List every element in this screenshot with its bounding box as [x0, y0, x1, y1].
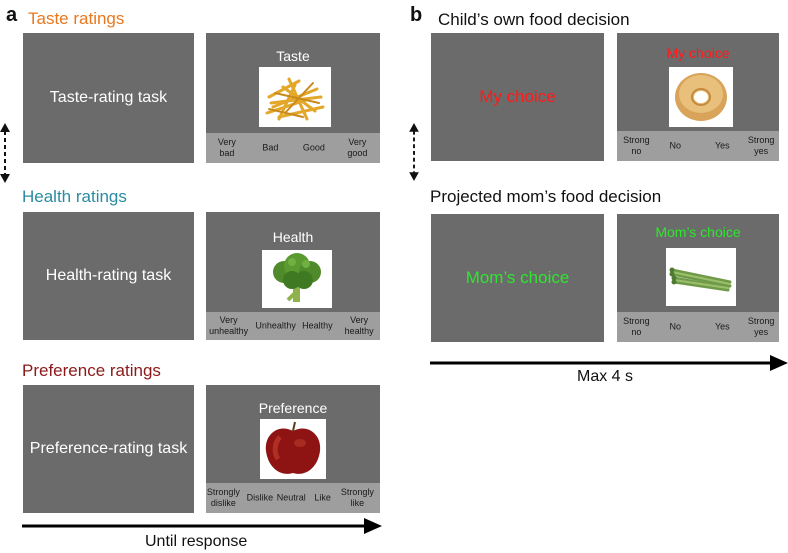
- health-ratings-title: Health ratings: [22, 187, 127, 206]
- mom-decision-screen: Mom’s choice Strong no No Yes Strong yes: [617, 214, 779, 342]
- scale-option[interactable]: Unhealthy: [255, 320, 296, 331]
- taste-task-label: Taste-rating task: [49, 89, 168, 106]
- mom-decision-scale: Strong no No Yes Strong yes: [617, 312, 779, 342]
- child-choice-screen: My choice: [431, 33, 604, 161]
- taste-rating-screen: Taste Very bad Bad Good Very good: [206, 33, 380, 163]
- preference-rating-screen: Preference Strongly dislike Dislike Neut…: [206, 385, 380, 513]
- scale-option[interactable]: No: [669, 321, 682, 332]
- timeline-arrow-icon: [22, 518, 382, 534]
- broccoli-icon: [262, 250, 332, 308]
- dashed-double-arrow-icon: [0, 123, 10, 183]
- my-choice-label: My choice: [479, 87, 556, 106]
- scale-option[interactable]: Very unhealthy: [209, 315, 249, 336]
- scale-option[interactable]: Yes: [714, 140, 730, 151]
- taste-task-screen: Taste-rating task: [23, 33, 194, 163]
- bagel-icon: [669, 67, 733, 127]
- scale-option[interactable]: Strong no: [623, 135, 650, 156]
- panel-a-letter: a: [6, 4, 18, 26]
- scale-option[interactable]: Strong yes: [747, 316, 775, 337]
- taste-ratings-title: Taste ratings: [28, 9, 125, 28]
- preference-rating-scale: Strongly dislike Dislike Neutral Like St…: [206, 483, 380, 513]
- health-rating-screen: Health Very unhealthy Unhealthy Healthy …: [206, 212, 380, 340]
- scale-option[interactable]: Very healthy: [344, 315, 374, 336]
- preference-ratings-title: Preference ratings: [22, 361, 161, 380]
- moms-choice-screen-label: Mom’s choice: [655, 224, 741, 240]
- scale-option[interactable]: Very good: [347, 137, 368, 158]
- scale-option[interactable]: Very bad: [217, 137, 236, 158]
- scale-option[interactable]: Dislike: [246, 492, 274, 503]
- health-task-screen: Health-rating task: [23, 212, 194, 340]
- scale-option[interactable]: Neutral: [276, 492, 306, 503]
- scale-option[interactable]: Strongly dislike: [206, 487, 240, 508]
- my-choice-screen-label: My choice: [666, 45, 730, 61]
- asparagus-icon: [666, 248, 736, 306]
- scale-option[interactable]: Good: [302, 142, 325, 153]
- preference-screen-label: Preference: [258, 400, 328, 416]
- scale-option[interactable]: Bad: [262, 142, 279, 153]
- health-task-label: Health-rating task: [45, 267, 172, 284]
- until-response-label: Until response: [145, 533, 248, 550]
- mom-decision-title: Projected mom’s food decision: [430, 187, 662, 206]
- health-rating-scale: Very unhealthy Unhealthy Healthy Very he…: [206, 312, 380, 340]
- taste-screen-label: Taste: [276, 48, 310, 64]
- child-decision-screen: My choice Strong no No Yes Strong yes: [617, 33, 779, 161]
- health-screen-label: Health: [272, 229, 314, 245]
- mom-choice-screen: Mom’s choice: [431, 214, 604, 342]
- moms-choice-label: Mom’s choice: [465, 268, 570, 287]
- scale-option[interactable]: Strong yes: [747, 135, 775, 156]
- scale-option[interactable]: Yes: [714, 321, 730, 332]
- scale-option[interactable]: Strongly like: [340, 487, 374, 508]
- panel-b-letter: b: [410, 4, 423, 26]
- scale-option[interactable]: No: [669, 140, 682, 151]
- taste-rating-scale: Very bad Bad Good Very good: [206, 133, 380, 163]
- scale-option[interactable]: Like: [314, 492, 331, 503]
- french-fries-icon: [259, 67, 331, 127]
- preference-task-label: Preference-rating task: [29, 440, 188, 457]
- apple-icon: [260, 419, 326, 479]
- scale-option[interactable]: Strong no: [623, 316, 650, 337]
- child-decision-title: Child’s own food decision: [438, 10, 630, 29]
- timeline-arrow-icon: [430, 355, 788, 371]
- child-decision-scale: Strong no No Yes Strong yes: [617, 131, 779, 161]
- dashed-double-arrow-icon: [409, 123, 419, 181]
- max-time-label: Max 4 s: [577, 368, 634, 385]
- scale-option[interactable]: Healthy: [302, 320, 333, 331]
- preference-task-screen: Preference-rating task: [23, 385, 194, 513]
